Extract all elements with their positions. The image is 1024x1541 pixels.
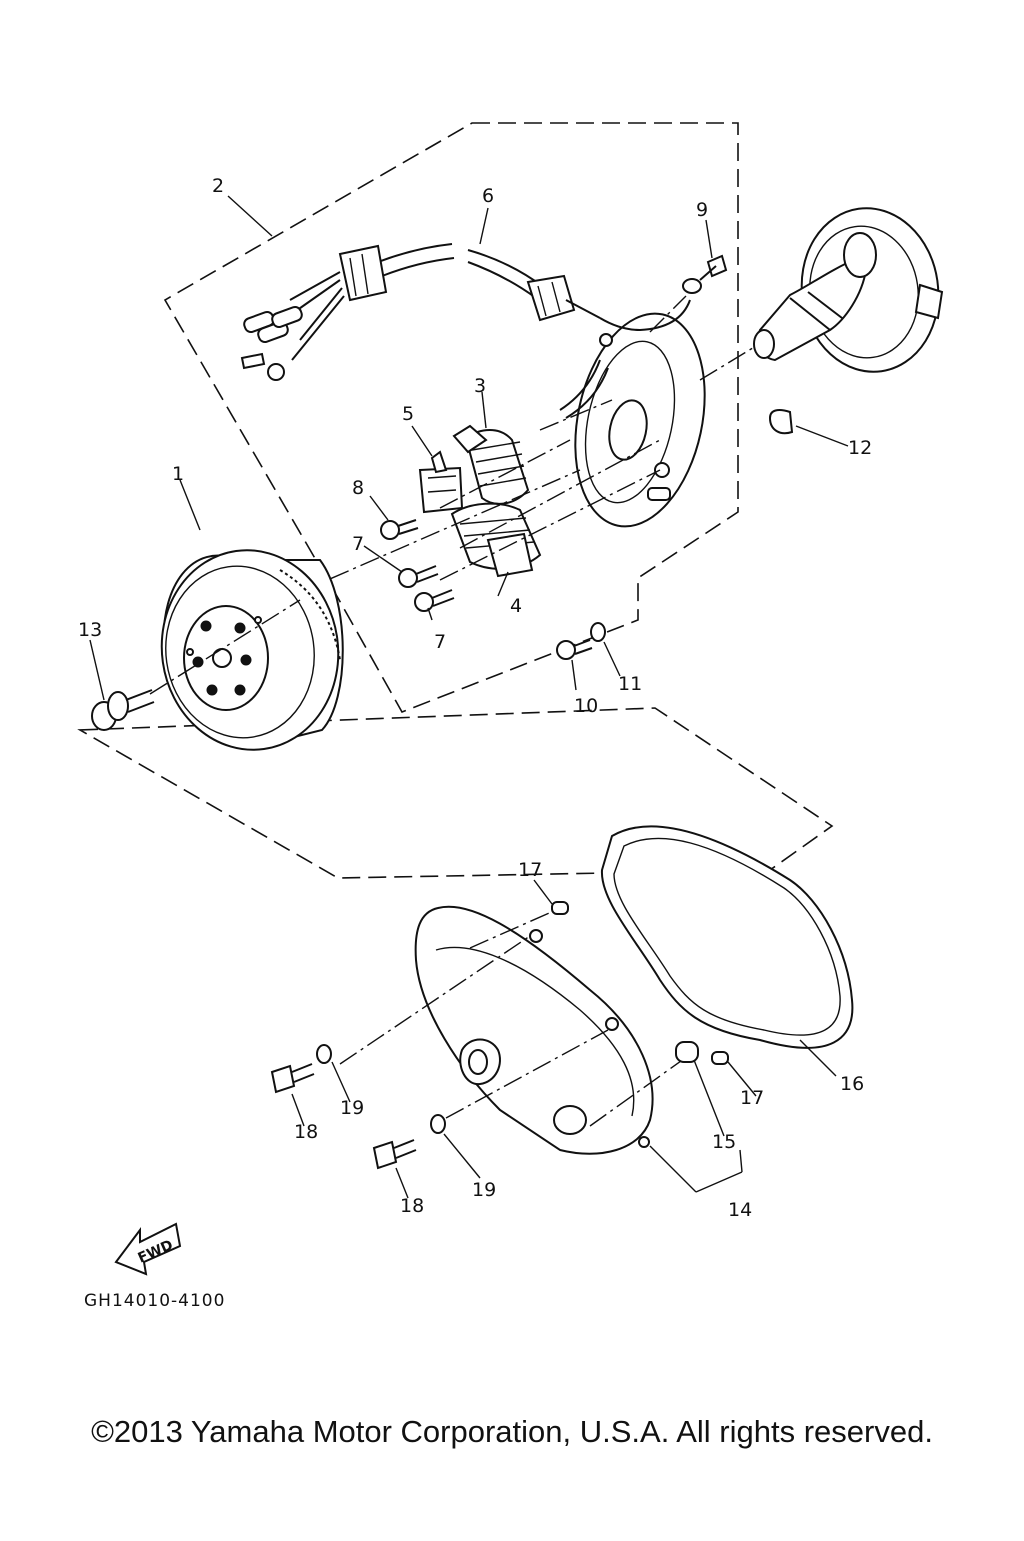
- collar: [675, 1041, 699, 1063]
- plain-washer: [590, 622, 606, 642]
- callout-11: 11: [618, 673, 642, 695]
- centerline: [339, 935, 531, 1065]
- callout-5: 5: [402, 403, 414, 425]
- plain-washer: [430, 1114, 446, 1134]
- flywheel-group-boundary: [77, 707, 834, 879]
- callout-13: 13: [78, 619, 102, 641]
- callout-9: 9: [696, 199, 708, 221]
- stator-assembly-boundary: [163, 122, 739, 713]
- callout-18b: 18: [400, 1195, 424, 1217]
- callout-17a: 17: [518, 859, 542, 881]
- callout-18a: 18: [294, 1121, 318, 1143]
- flywheel-nut: [91, 689, 155, 731]
- flywheel-rotor: [160, 549, 344, 751]
- pickup-coil: [418, 450, 464, 514]
- drawing-code: GH14010-4100: [84, 1291, 225, 1311]
- plain-washer: [316, 1044, 332, 1064]
- callout-19a: 19: [340, 1097, 364, 1119]
- dowel-pin: [711, 1051, 729, 1065]
- callout-17b: 17: [740, 1087, 764, 1109]
- callout-3: 3: [474, 375, 486, 397]
- centerline: [439, 469, 661, 581]
- centerline: [539, 399, 613, 431]
- dowel-pin: [551, 901, 569, 915]
- callout-15: 15: [712, 1131, 736, 1153]
- cover-bolt: [372, 1139, 417, 1170]
- callout-16: 16: [840, 1073, 864, 1095]
- callout-8: 8: [352, 477, 364, 499]
- callout-14: 14: [728, 1199, 752, 1221]
- copyright-notice: ©2013 Yamaha Motor Corporation, U.S.A. A…: [91, 1414, 933, 1449]
- source-coil: [450, 502, 542, 578]
- forward-direction-icon: FWD: [114, 1222, 182, 1276]
- generator-cover: [414, 905, 654, 1155]
- callout-2: 2: [212, 175, 224, 197]
- callout-19b: 19: [472, 1179, 496, 1201]
- centerline: [589, 1055, 689, 1127]
- ground-screw: [682, 254, 728, 294]
- cover-bolt: [270, 1063, 315, 1094]
- centerline: [439, 439, 571, 509]
- stator-bolt: [556, 639, 593, 660]
- centerline: [445, 1029, 609, 1119]
- cover-gasket: [600, 825, 854, 1049]
- rotor-bearing-housing: [753, 207, 944, 373]
- centerline: [699, 345, 757, 381]
- centerline: [459, 439, 661, 549]
- wire-harness: [240, 243, 691, 381]
- callout-7a: 7: [352, 533, 364, 555]
- coil-screw: [414, 589, 455, 612]
- centerline: [649, 295, 687, 333]
- callout-12: 12: [848, 437, 872, 459]
- callout-1: 1: [172, 463, 184, 485]
- woodruff-key: [768, 409, 794, 435]
- centerline: [299, 469, 581, 593]
- callout-7b: 7: [434, 631, 446, 653]
- leader-lines: [89, 195, 849, 1199]
- coil-screw: [398, 565, 439, 588]
- coil-screw: [380, 519, 419, 540]
- stator-base-plate: [559, 312, 706, 528]
- callout-6: 6: [482, 185, 494, 207]
- centerline: [149, 599, 301, 695]
- callout-4: 4: [510, 595, 522, 617]
- charging-coil: [452, 424, 530, 505]
- callout-10: 10: [574, 695, 598, 717]
- centerline: [469, 909, 557, 949]
